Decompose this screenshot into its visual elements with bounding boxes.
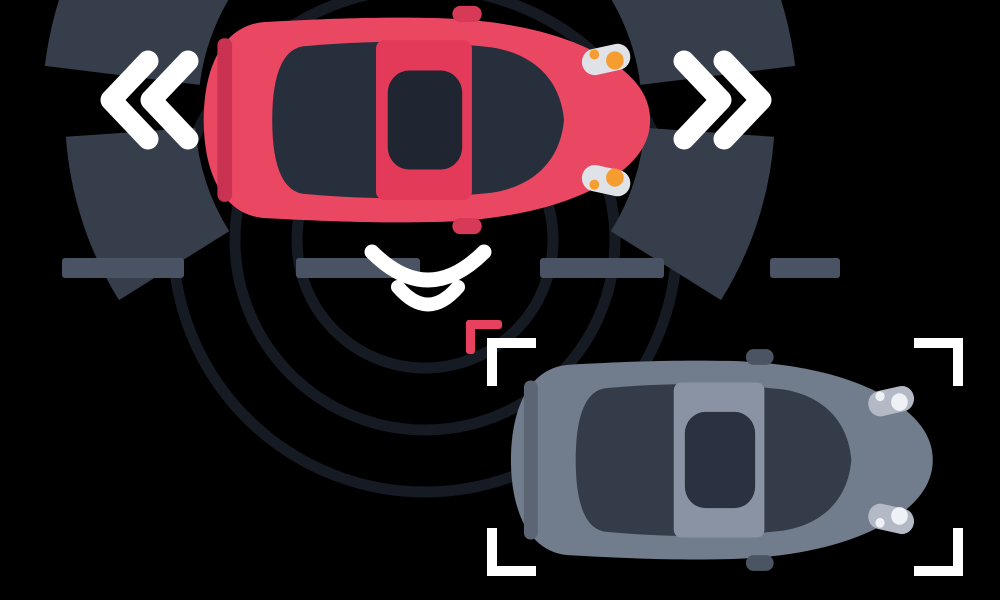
right-double-chevron-icon	[673, 50, 772, 150]
sonar-waves-icon	[364, 244, 492, 312]
red-corner-bracket-icon	[466, 320, 502, 354]
lane-marking	[62, 258, 184, 278]
detection-frame-corner-top-right	[914, 338, 963, 386]
sensor-arc-bottom-left	[65, 127, 230, 301]
detection-frame-corner-top-left	[487, 338, 536, 386]
gray-car	[510, 349, 933, 571]
detection-frame-corner-bottom-left	[487, 528, 536, 576]
lane-marking	[540, 258, 664, 278]
detection-frame-corner-bottom-right	[914, 528, 963, 576]
detection-frame	[487, 338, 963, 576]
sensor-arc-bottom-right	[610, 127, 775, 301]
sensor-arc-top-right	[611, 0, 796, 85]
left-double-chevron-icon	[100, 50, 199, 150]
lane-marking	[770, 258, 840, 278]
